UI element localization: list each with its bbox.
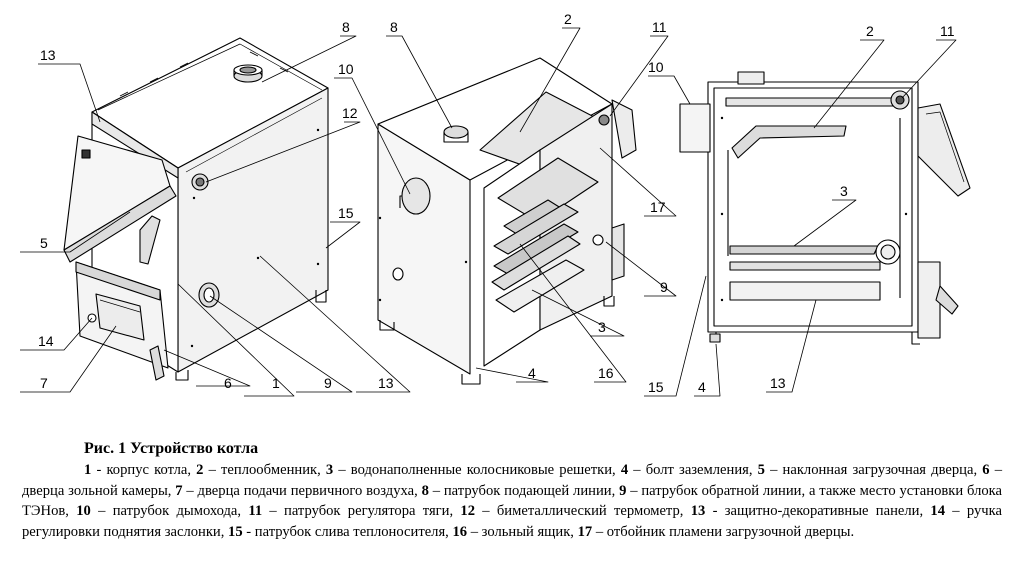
callout-mid-16: 16 [598,365,614,381]
callout-mid-17: 17 [650,199,666,215]
legend-number: 14 [930,503,945,520]
legend-number: 10 [76,503,91,520]
callout-right-4: 4 [698,379,706,395]
legend-description: – патрубок дымохода, [90,503,249,520]
callout-right-11: 11 [940,23,955,39]
legend-description: – дверца подачи первичного воздуха, [182,482,422,499]
callout-left-7: 7 [40,375,48,391]
legend-description: – зольный ящик, [467,523,578,540]
callout-left-15: 15 [338,205,354,221]
legend-description: – биметаллический термометр, [475,503,691,520]
legend-description: – патрубок подающей линии, [428,482,620,499]
figure-caption: Рис. 1 Устройство котла 1 - корпус котла… [22,438,1002,542]
callout-left-1: 1 [272,375,280,391]
legend-number: 15 [228,523,243,540]
callout-left-12: 12 [342,105,358,121]
legend-number: 2 [196,462,204,478]
legend-description: - корпус котла, [91,462,197,478]
legend-number: 9 [619,482,627,499]
callout-mid-2: 2 [564,11,572,27]
callout-left-8: 8 [342,19,350,35]
callout-right-13: 13 [770,375,786,391]
legend-number: 11 [248,503,263,520]
legend-number: 5 [757,462,765,478]
callout-mid-11: 11 [652,19,667,35]
legend-number: 7 [175,482,183,499]
legend-description: - патрубок слива теплоносителя, [242,523,453,540]
callout-right-15: 15 [648,379,664,395]
callout-right-10: 10 [648,59,664,75]
legend-description: – дверца зольной камеры, [22,462,1003,499]
legend-description: – наклонная загрузочная дверца, [764,462,983,478]
legend-number: 6 [982,462,990,478]
legend-number: 8 [421,482,429,499]
legend-number: 3 [325,462,334,478]
callout-left-13a: 13 [40,47,56,63]
callout-mid-9: 9 [660,279,668,295]
legend-number: 12 [460,503,475,520]
callout-left-5: 5 [40,235,48,251]
legend-number: 1 [84,462,92,478]
legend-description: – патрубок регулятора тяги, [262,503,461,520]
legend-number: 4 [620,462,629,478]
callout-left-9: 9 [324,375,332,391]
callout-mid-3: 3 [598,319,606,335]
figure-title: Рис. 1 Устройство котла [84,440,259,457]
callout-left-14: 14 [38,333,54,349]
leader-lines [20,27,957,397]
boiler-drawing: 13 8 12 15 5 14 7 6 1 9 13 8 2 11 10 17 … [20,11,971,397]
boiler-side-section [679,71,971,345]
legend-description: – болт заземления, [628,462,758,478]
legend-number: 17 [577,523,593,540]
callout-mid-8: 8 [390,19,398,35]
legend-number: 16 [452,523,468,540]
legend-description: – ручка регулировки поднятия заслонки, [22,503,1002,540]
legend-description: – патрубок обратной линии, а также место… [22,482,1003,520]
callout-left-13b: 13 [378,375,394,391]
legend-number: 13 [690,503,706,520]
callout-mid-4: 4 [528,365,536,381]
callout-mid-10: 10 [338,61,354,77]
boiler-cutaway-view [377,57,637,385]
legend-description: – отбойник пламени загрузочной дверцы. [592,523,855,540]
callout-right-3: 3 [840,183,848,199]
callout-left-6: 6 [224,375,232,391]
legend-description: – водонаполненные колосниковые решетки, [333,462,621,478]
legend-description: – теплообменник, [203,462,326,478]
legend-text: 1 - корпус котла, 2 – теплообменник, 3 –… [22,460,1002,542]
boiler-front-view [63,37,329,381]
callout-right-2: 2 [866,23,874,39]
legend-description: - защитно-декоративные панели, [705,503,931,520]
